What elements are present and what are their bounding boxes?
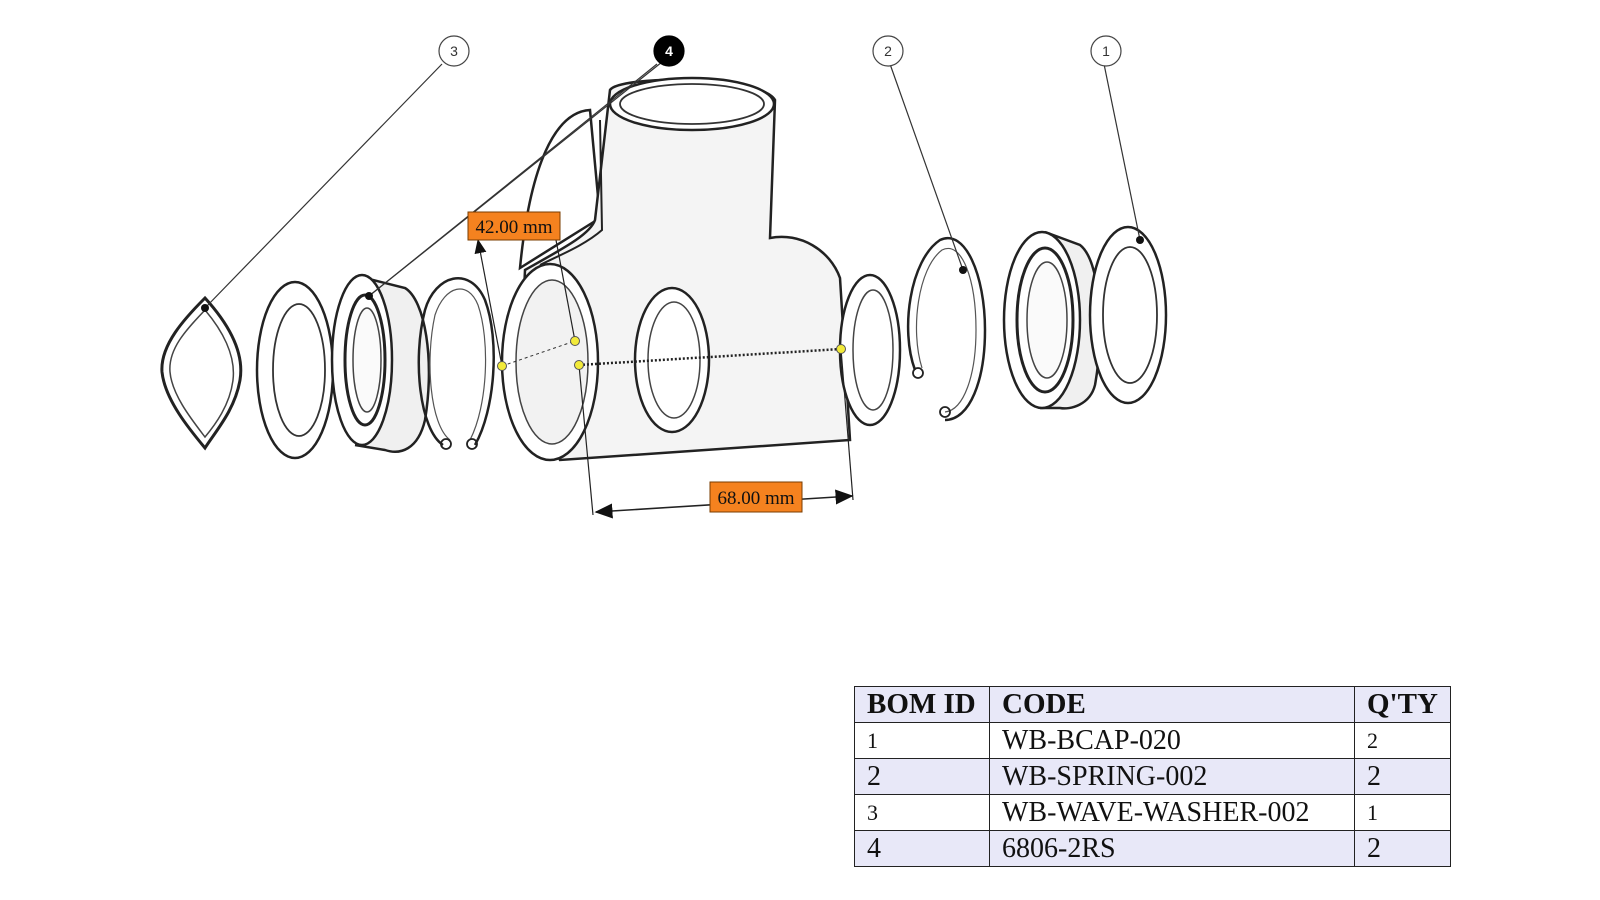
- wave-washer-part: [160, 295, 243, 451]
- table-row[interactable]: 3 WB-WAVE-WASHER-002 1: [854, 794, 1451, 831]
- bearing-cap-right-part: [1088, 225, 1168, 405]
- bom-header-qty: Q'TY: [1354, 686, 1451, 723]
- diameter-label: 42.00 mm: [475, 217, 552, 238]
- bom-cell-qty: 2: [1354, 722, 1451, 759]
- table-row[interactable]: 4 6806-2RS 2: [854, 830, 1451, 867]
- balloon-label: 4: [665, 43, 673, 59]
- balloon-label: 3: [450, 43, 458, 59]
- diameter-measurement[interactable]: 42.00 mm: [467, 211, 580, 371]
- measure-point[interactable]: [574, 360, 584, 370]
- leader-dot: [959, 266, 967, 274]
- leader-dot: [365, 292, 373, 300]
- bom-cell-code: 6806-2RS: [989, 830, 1355, 867]
- bom-cell-qty: 1: [1354, 794, 1451, 831]
- bearing-cap-left-part: [255, 280, 335, 460]
- balloon-label: 1: [1102, 43, 1110, 59]
- leader-lines: [204, 61, 1141, 309]
- bom-cell-code: WB-WAVE-WASHER-002: [989, 794, 1355, 831]
- bom-header-code: CODE: [989, 686, 1355, 723]
- bom-cell-code: WB-SPRING-002: [989, 758, 1355, 795]
- leader-dot: [201, 304, 209, 312]
- bom-header-id: BOM ID: [854, 686, 990, 723]
- width-label: 68.00 mm: [717, 488, 794, 509]
- bearing-right-part: [1002, 230, 1102, 410]
- measure-point[interactable]: [497, 361, 507, 371]
- bom-cell-id: 1: [854, 722, 990, 759]
- leader-dot: [1136, 236, 1144, 244]
- bom-cell-id: 3: [854, 794, 990, 831]
- table-row[interactable]: 1 WB-BCAP-020 2: [854, 722, 1451, 759]
- balloon-4[interactable]: 4: [653, 35, 685, 67]
- width-measurement[interactable]: 68.00 mm: [574, 344, 854, 519]
- bom-cell-qty: 2: [1354, 758, 1451, 795]
- bom-table: BOM ID CODE Q'TY 1 WB-BCAP-020 2 2 WB-SP…: [854, 686, 1451, 867]
- table-row[interactable]: 2 WB-SPRING-002 2: [854, 758, 1451, 795]
- bom-cell-id: 4: [854, 830, 990, 867]
- bom-cell-code: WB-BCAP-020: [989, 722, 1355, 759]
- circlip-left-part: [417, 277, 495, 450]
- measure-point[interactable]: [836, 344, 846, 354]
- bom-cell-qty: 2: [1354, 830, 1451, 867]
- bom-header-row: BOM ID CODE Q'TY: [854, 686, 1451, 723]
- measure-point[interactable]: [570, 336, 580, 346]
- balloon-2[interactable]: 2: [872, 35, 904, 67]
- balloon-3[interactable]: 3: [438, 35, 470, 67]
- bom-cell-id: 2: [854, 758, 990, 795]
- balloon-label: 2: [884, 43, 892, 59]
- bearing-left-part: [330, 273, 431, 453]
- circlip-right-part: [906, 236, 987, 422]
- balloon-1[interactable]: 1: [1090, 35, 1122, 67]
